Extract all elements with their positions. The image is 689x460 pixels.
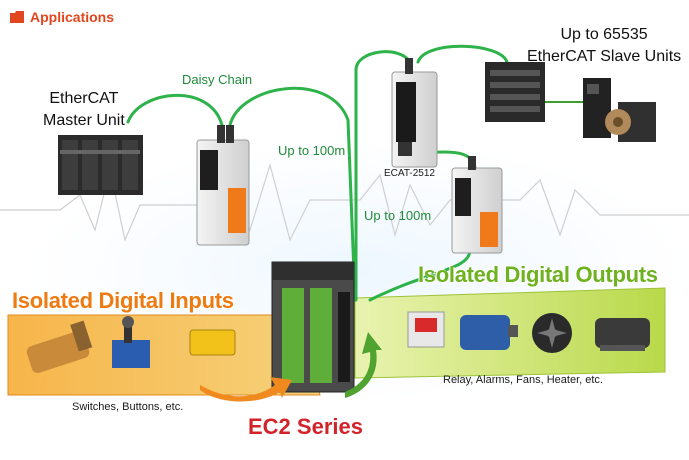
series-title: EC2 Series [248,414,363,439]
motor-image [460,315,518,350]
section-header: Applications [10,9,114,25]
ecat-model-label: ECAT-2512 [384,168,435,179]
ec2-module-left [196,125,250,246]
master-unit-line2: Master Unit [43,112,125,129]
folder-icon [10,11,24,23]
slave-units-line1: Up to 65535 [560,26,648,43]
servo-motor [605,102,656,142]
cable-ec2a-to-ec2main [228,86,357,302]
slave-units-line2: EtherCAT Slave Units [527,48,682,65]
ec2-main-module [271,261,355,393]
input-arrow [200,377,292,402]
inputs-caption: Switches, Buttons, etc. [72,401,184,413]
slave-units-label: Up to 65535 EtherCAT Slave Units [527,24,681,68]
daisy-chain-label: Daisy Chain [182,72,253,87]
inputs-title: Isolated Digital Inputs [12,288,234,313]
cable-ec2main-to-ecat [354,50,412,302]
outputs-caption: Relay, Alarms, Fans, Heater, etc. [443,374,603,386]
outputs-title: Isolated Digital Outputs [418,262,658,287]
master-unit-label: EtherCAT Master Unit [43,88,125,132]
distance-label-a: Up to 100m [278,143,346,158]
header-title: Applications [30,9,115,25]
cable-master-to-ec2a [126,93,224,127]
servo-drive [583,78,611,138]
limit-switch-image [112,316,150,368]
ethercat-master-device [58,135,143,195]
output-arrow [345,332,382,398]
cable-ecat-to-slaves [416,44,509,64]
inductive-sensor-image [189,329,236,356]
heater-image [595,318,650,351]
relay-image [407,311,445,348]
master-unit-line1: EtherCAT [49,90,119,107]
ecat-2512-device [391,58,438,168]
ec2-module-right [451,156,503,254]
ethercat-slave-device [485,62,545,122]
fan-image [532,313,572,353]
proximity-sensor-image [26,320,93,374]
distance-label-b: Up to 100m [364,208,432,223]
